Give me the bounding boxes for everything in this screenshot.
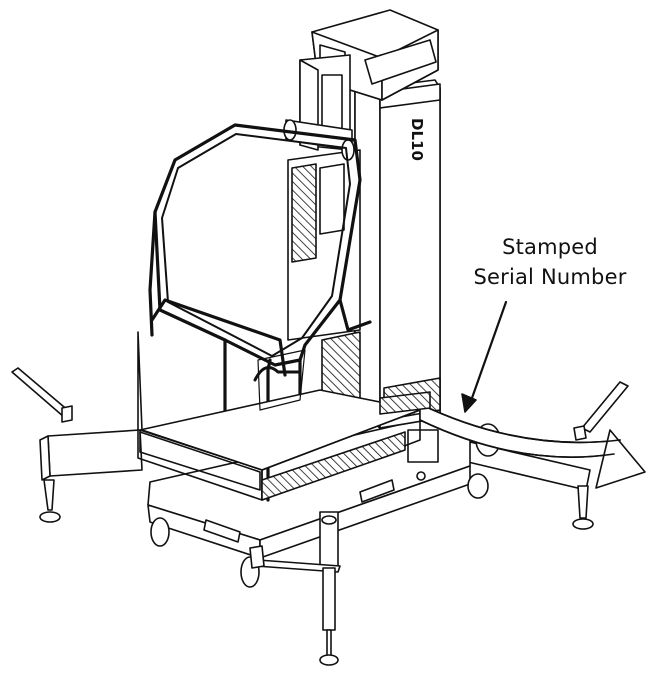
mast-marking: DL10: [408, 118, 426, 161]
front-outrigger: [249, 511, 341, 666]
serial-number-area: [379, 391, 431, 415]
basket-floor: [137, 331, 421, 501]
direction-arrow: [419, 403, 646, 489]
mast-column: [354, 79, 441, 429]
left-outrigger: [11, 367, 143, 523]
callout-line-1: Stamped: [502, 235, 598, 259]
basket-gate: [253, 366, 300, 382]
right-outrigger: [467, 381, 629, 530]
callout-arrow: [461, 300, 508, 413]
serial-number-callout: Stamped Serial Number: [430, 232, 649, 292]
callout-line-2: Serial Number: [473, 265, 627, 289]
